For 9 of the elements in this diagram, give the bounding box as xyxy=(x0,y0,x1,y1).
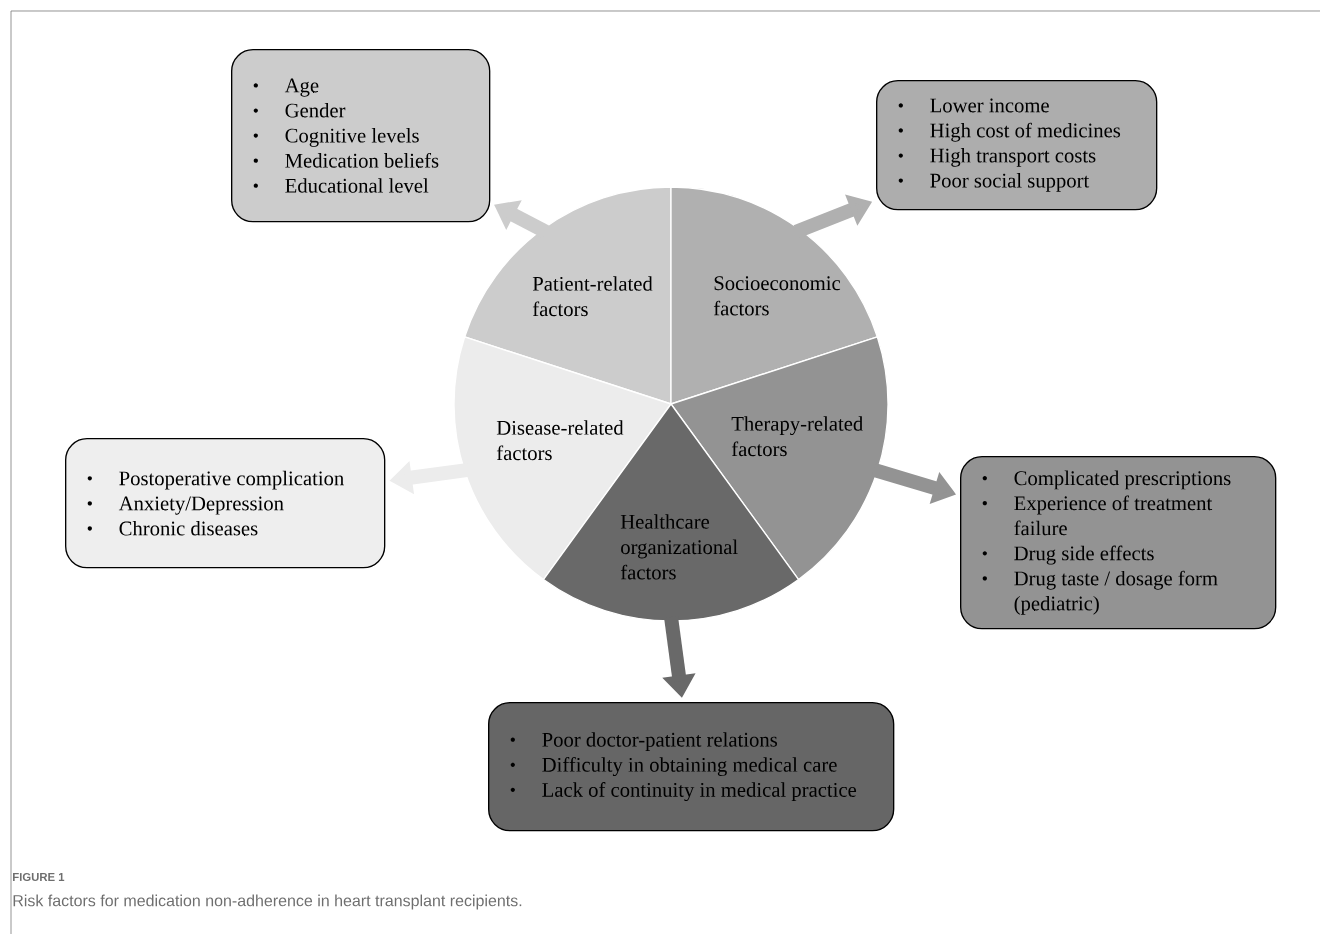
rounded-box: Age Gender Cognitive levels Medication beliefs Educational level xyxy=(231,49,491,223)
rounded-box: Poor doctor-patient relations Difficulty in obtaining medical care Lack of continuity in medical practice xyxy=(488,702,895,832)
figure-label: FIGURE 1 xyxy=(13,873,65,881)
rounded-box: Lower income High cost of medicines High transport costs Poor social support xyxy=(876,80,1158,211)
pie-slice: Patient-related factors xyxy=(463,186,672,405)
rounded-box: Complicated prescriptions Experience of treatment failure Drug side effects Drug taste / dosage form (pediatric) xyxy=(960,456,1277,630)
pie-slice: Socioeconomic factors xyxy=(670,186,879,405)
rounded-box: Postoperative complication Anxiety/Depression Chronic diseases xyxy=(65,438,386,569)
caption: Risk factors for medication non-adherence in heart transplant recipients. xyxy=(13,894,522,910)
